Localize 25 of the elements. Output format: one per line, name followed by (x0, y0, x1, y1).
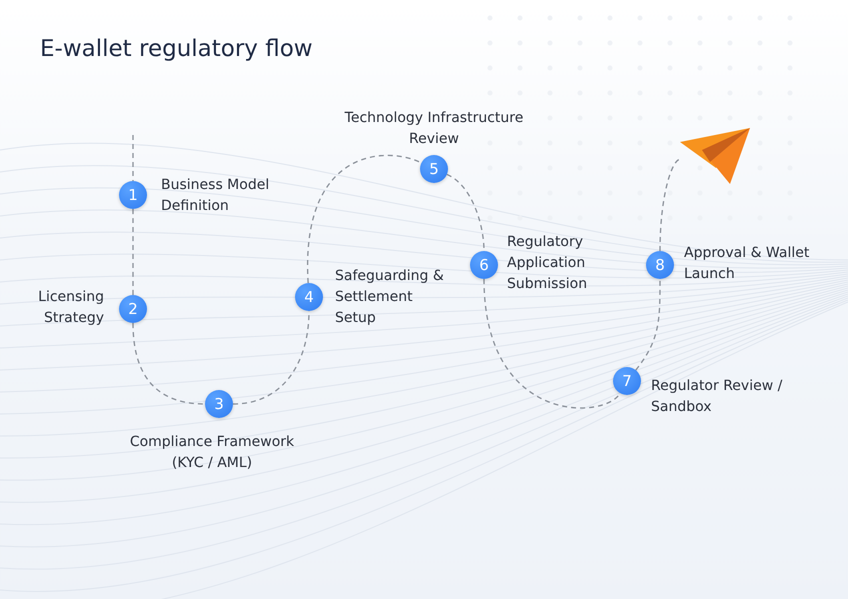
dashed-connector (132, 209, 134, 295)
step-number-circle: 1 (119, 181, 147, 209)
step-number-circle: 3 (205, 390, 233, 418)
step-label: Compliance Framework (KYC / AML) (128, 433, 296, 473)
step-number-circle: 8 (646, 251, 674, 279)
step-label: Regulatory Application Submission (507, 233, 588, 294)
dashed-connector (659, 158, 680, 252)
step-label: Licensing Strategy (37, 288, 104, 328)
step-label: Business Model Definition (161, 176, 270, 216)
step-number-circle: 7 (613, 367, 641, 395)
step-number-circle: 5 (420, 155, 448, 183)
step-label: Regulator Review / Sandbox (651, 377, 784, 417)
step-number-circle: 2 (119, 295, 147, 323)
title: E-wallet regulatory flow (40, 36, 313, 62)
dashed-connector (307, 154, 422, 284)
step-label: Approval & Wallet Launch (684, 244, 810, 284)
dashed-connector (132, 135, 134, 181)
dashed-connector (483, 278, 621, 409)
step-number-circle: 6 (470, 251, 498, 279)
step-number-circle: 4 (295, 283, 323, 311)
step-label: Safeguarding & Settlement Setup (335, 267, 445, 328)
dashed-connector (132, 322, 206, 405)
step-label: Technology Infrastructure Review (344, 109, 524, 149)
paper-plane-icon (680, 128, 750, 184)
dashed-connector (635, 279, 661, 370)
